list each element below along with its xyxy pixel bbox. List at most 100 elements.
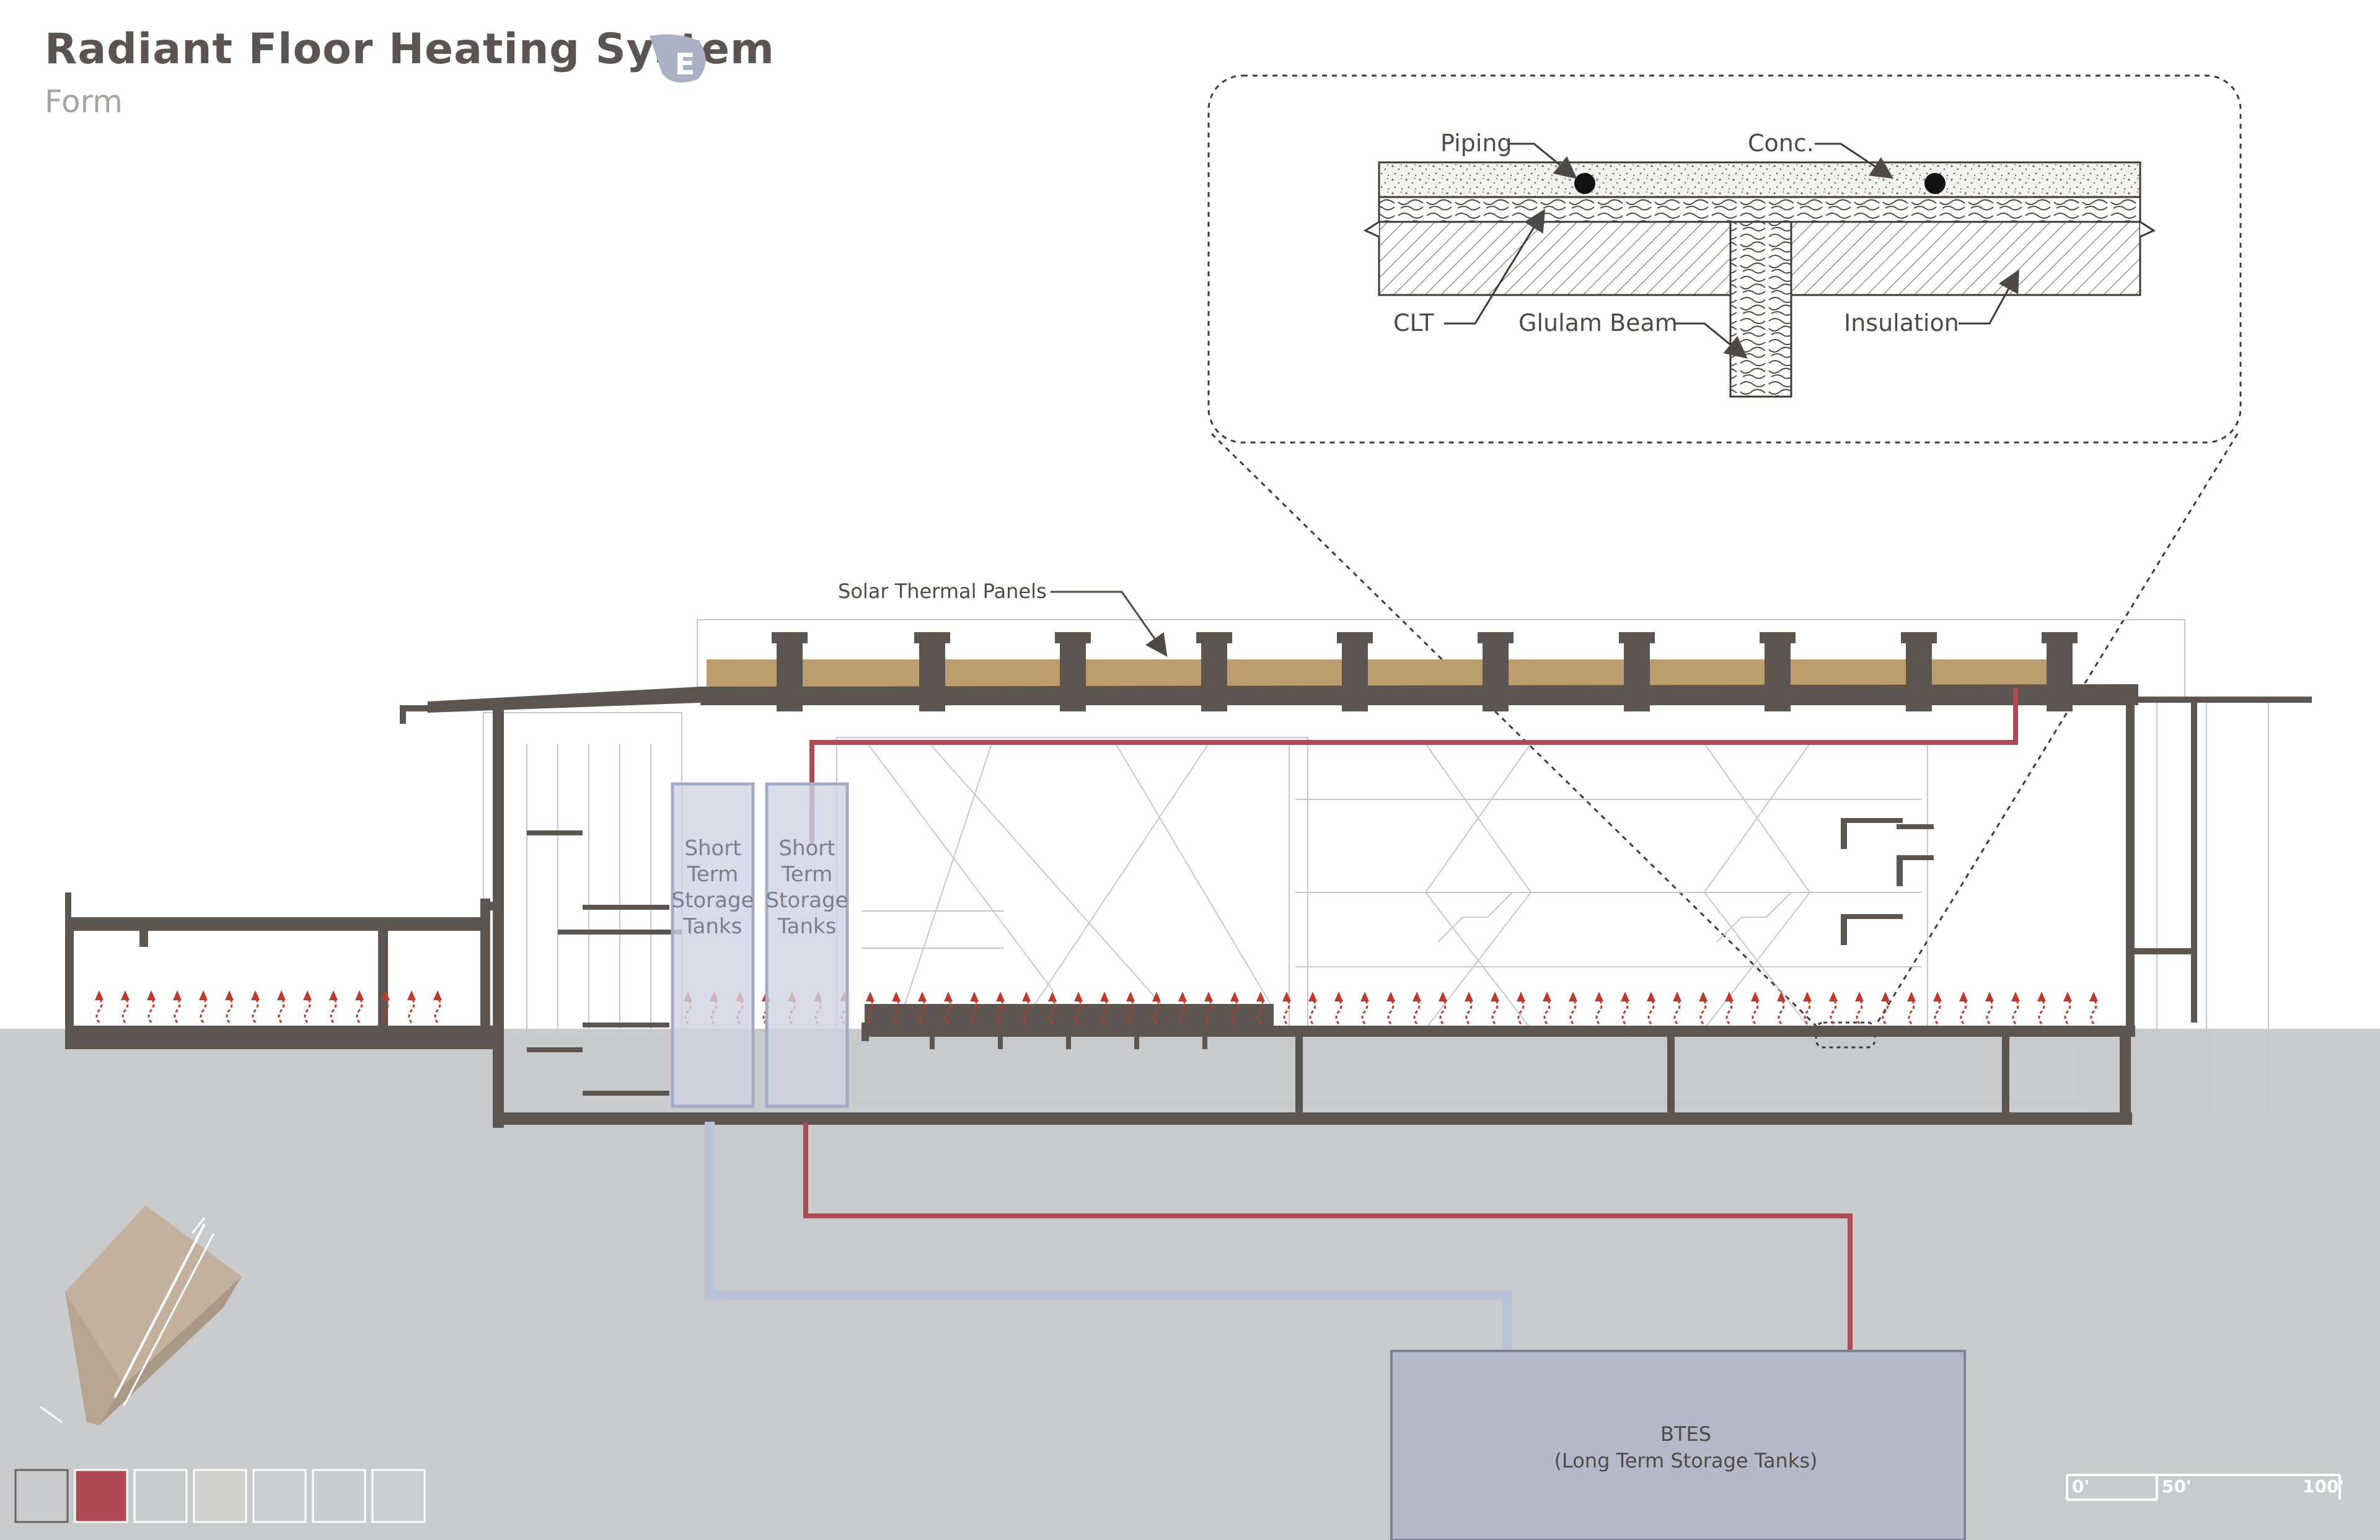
- heat-arrow-head: [1907, 992, 1916, 1001]
- label-clt: CLT: [1393, 309, 1434, 337]
- heat-arrow: [1205, 998, 1212, 1024]
- heat-arrow-head: [1517, 992, 1525, 1001]
- heat-arrow-head: [1959, 992, 1968, 1001]
- heat-arrow-head: [1647, 992, 1655, 1001]
- heat-arrow-head: [1751, 992, 1760, 1001]
- heat-arrow-head: [433, 990, 442, 1000]
- heat-arrow-head: [1413, 992, 1421, 1001]
- heat-arrow-head: [2011, 992, 2020, 1001]
- scale-label-100: 100': [2303, 1476, 2344, 1497]
- heat-arrow-head: [944, 992, 953, 1001]
- heat-arrow-head: [1543, 992, 1551, 1001]
- heat-arrow: [1673, 998, 1681, 1024]
- heat-arrow-head: [1308, 992, 1317, 1001]
- scale-bar: 0' 50' 100': [2066, 1474, 2344, 1501]
- short-term-tank-1: Short Term Storage Tanks: [671, 782, 755, 1108]
- heat-arrow-head: [355, 990, 364, 1000]
- heat-arrow: [1101, 998, 1108, 1024]
- heat-arrow-head: [1048, 992, 1057, 1001]
- heat-arrow: [1283, 998, 1290, 1024]
- ground: [0, 1029, 2380, 1540]
- tank-1-line-1: Short: [684, 836, 741, 861]
- heat-arrow: [1804, 998, 1811, 1024]
- heat-arrow-head: [121, 990, 130, 1000]
- heat-arrow: [174, 997, 181, 1023]
- heat-arrow: [1908, 998, 1915, 1024]
- heat-arrow-head: [2037, 992, 2046, 1001]
- heat-arrow: [1882, 998, 1889, 1024]
- heat-arrow: [1023, 998, 1030, 1024]
- building-section: [65, 619, 2312, 1128]
- heat-arrow: [1439, 998, 1447, 1024]
- heat-arrow: [330, 997, 337, 1023]
- heat-arrow: [997, 998, 1004, 1024]
- heat-arrow-head: [866, 992, 875, 1001]
- axonometric-key: [40, 1205, 242, 1425]
- heat-arrow: [1127, 998, 1134, 1024]
- clt-layer: [1378, 196, 2141, 223]
- swatch-4: [193, 1469, 247, 1523]
- heat-arrow: [2064, 998, 2071, 1024]
- page-title: Radiant Floor Heating System: [45, 25, 775, 74]
- heat-arrow: [1986, 998, 1993, 1024]
- pipe-section-1: [1574, 173, 1595, 194]
- heat-arrow-head: [1465, 992, 1473, 1001]
- heat-arrow: [95, 997, 103, 1023]
- heat-arrow-head: [1985, 992, 1994, 1001]
- heat-arrow-head: [1803, 992, 1812, 1001]
- heat-arrow: [356, 997, 363, 1023]
- btes-title: BTES: [1660, 1422, 1711, 1446]
- heat-arrow: [2012, 998, 2019, 1024]
- section-badge: E: [650, 34, 706, 83]
- scale-label-0: 0': [2072, 1476, 2089, 1497]
- heat-arrow: [434, 997, 441, 1023]
- heat-arrow-head: [2063, 992, 2072, 1001]
- swatch-5: [252, 1469, 307, 1523]
- heat-arrow: [1726, 998, 1733, 1024]
- heat-arrow: [121, 997, 129, 1023]
- heat-arrow-head: [1100, 992, 1109, 1001]
- tank-1-line-3: Storage: [671, 888, 754, 913]
- heat-arrow-head: [918, 992, 927, 1001]
- heat-arrow: [1075, 998, 1082, 1024]
- heat-arrow: [1934, 998, 1941, 1024]
- heat-arrow: [1153, 998, 1160, 1024]
- radiant-heat-arrows: [95, 990, 2098, 1024]
- concrete-layer: [1378, 161, 2141, 198]
- short-term-tank-2: Short Term Storage Tanks: [765, 782, 849, 1108]
- heat-arrow-head: [996, 992, 1005, 1001]
- swatch-2: [74, 1469, 128, 1523]
- heat-arrow-head: [1022, 992, 1031, 1001]
- heat-arrow: [1387, 998, 1395, 1024]
- solar-label-group: Solar Thermal Panels: [838, 579, 1168, 657]
- btes-tank: BTES (Long Term Storage Tanks): [1390, 1350, 1966, 1540]
- heat-arrow-head: [970, 992, 979, 1001]
- heat-arrow: [1699, 998, 1707, 1024]
- tank-2-line-3: Storage: [765, 888, 848, 913]
- swatch-1: [14, 1469, 69, 1523]
- tank-1-line-2: Term: [687, 862, 738, 887]
- label-concrete: Conc.: [1748, 130, 1814, 157]
- heat-arrow: [200, 997, 207, 1023]
- heat-arrow: [2038, 998, 2045, 1024]
- heat-arrow: [1517, 998, 1525, 1024]
- label-insulation: Insulation: [1844, 309, 1959, 337]
- heat-arrow-head: [1673, 992, 1681, 1001]
- heat-arrow-head: [329, 990, 338, 1000]
- heat-arrow: [1752, 998, 1759, 1024]
- heat-arrow: [1335, 998, 1342, 1024]
- heat-arrow-head: [147, 990, 156, 1000]
- heat-arrow: [408, 997, 415, 1023]
- heat-arrow-head: [1360, 992, 1369, 1001]
- heat-arrow-head: [303, 990, 312, 1000]
- heat-arrow: [2090, 998, 2097, 1024]
- heat-arrow-head: [1491, 992, 1499, 1001]
- heat-arrow: [1543, 998, 1551, 1024]
- heat-arrow-head: [1282, 992, 1291, 1001]
- heat-arrow: [1595, 998, 1603, 1024]
- solar-thermal-panels: [707, 659, 2061, 687]
- heat-arrow: [1856, 998, 1863, 1024]
- heat-arrow-head: [173, 990, 182, 1000]
- heat-arrow: [304, 997, 311, 1023]
